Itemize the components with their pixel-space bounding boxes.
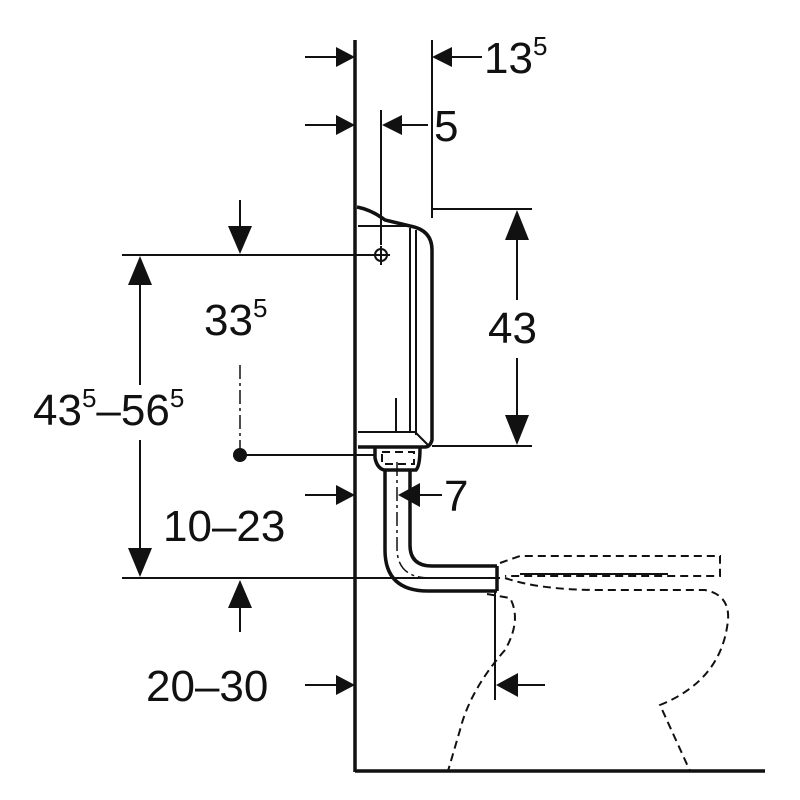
svg-text:7: 7 [444, 472, 468, 521]
svg-text:435–565: 435–565 [33, 383, 184, 435]
dim-pipe-wall-distance: 10–23 [163, 485, 355, 551]
dim-top-offset: 135 [305, 31, 547, 218]
svg-text:135: 135 [484, 31, 547, 83]
inlet-marker [372, 246, 390, 265]
dim-pipe-offset: 7 [398, 472, 468, 521]
dim-inlet-offset: 5 [305, 102, 458, 245]
svg-text:5: 5 [434, 102, 458, 151]
svg-text:20–30: 20–30 [146, 662, 268, 711]
wc-bowl [447, 555, 730, 772]
dim-mounting-height: 435–565 [33, 256, 500, 632]
dim-bowl-wall-distance: 20–30 [146, 590, 545, 711]
svg-text:43: 43 [488, 304, 537, 353]
flush-pipe [373, 447, 500, 593]
cistern [356, 205, 434, 449]
svg-text:335: 335 [204, 293, 267, 345]
dim-cistern-height: 43 [432, 208, 537, 447]
dim-inlet-to-outlet: 335 [122, 200, 376, 462]
svg-text:10–23: 10–23 [163, 502, 285, 551]
